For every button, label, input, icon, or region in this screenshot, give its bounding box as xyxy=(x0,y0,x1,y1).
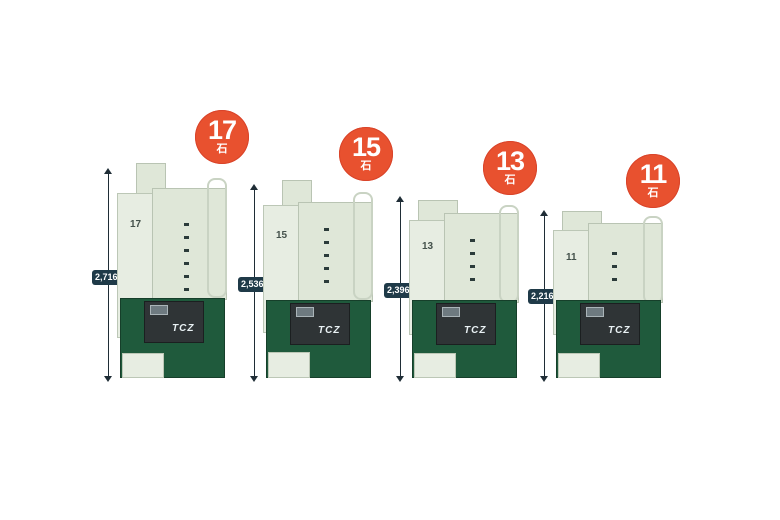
capacity-unit: 石 xyxy=(216,143,228,155)
capacity-number: 15 xyxy=(351,132,381,162)
machine-13: 13 TCZ xyxy=(404,195,524,380)
capacity-number: 17 xyxy=(207,115,237,145)
arrow-up-icon xyxy=(104,168,112,174)
arrow-down-icon xyxy=(396,376,404,382)
machine-11: 11 TCZ xyxy=(548,208,668,380)
model-plate: 15 xyxy=(276,230,288,241)
brand-logo: TCZ xyxy=(172,323,195,334)
machine-15: 15 TCZ xyxy=(258,180,378,380)
capacity-unit: 石 xyxy=(504,174,516,186)
capacity-number: 11 xyxy=(639,159,668,189)
height-label: 2,396 xyxy=(384,283,413,298)
arrow-down-icon xyxy=(104,376,112,382)
arrow-up-icon xyxy=(396,196,404,202)
arrow-down-icon xyxy=(250,376,258,382)
capacity-badge-15: 15 石 xyxy=(339,127,393,181)
brand-logo: TCZ xyxy=(318,325,341,336)
arrow-up-icon xyxy=(250,184,258,190)
model-plate: 11 xyxy=(566,252,577,263)
capacity-unit: 石 xyxy=(360,160,372,172)
brand-logo: TCZ xyxy=(608,325,631,336)
capacity-unit: 石 xyxy=(647,187,659,199)
model-plate: 17 xyxy=(130,219,142,230)
height-label: 2,536 xyxy=(238,277,267,292)
arrow-down-icon xyxy=(540,376,548,382)
height-label: 2,716 xyxy=(92,270,121,285)
arrow-up-icon xyxy=(540,210,548,216)
height-label: 2,216 xyxy=(528,289,557,304)
machine-17: 17 TCZ xyxy=(112,163,232,381)
model-plate: 13 xyxy=(422,241,434,252)
capacity-badge-13: 13 石 xyxy=(483,141,537,195)
capacity-number: 13 xyxy=(495,146,525,176)
capacity-badge-17: 17 石 xyxy=(195,110,249,164)
brand-logo: TCZ xyxy=(464,325,487,336)
capacity-badge-11: 11 石 xyxy=(626,154,680,208)
